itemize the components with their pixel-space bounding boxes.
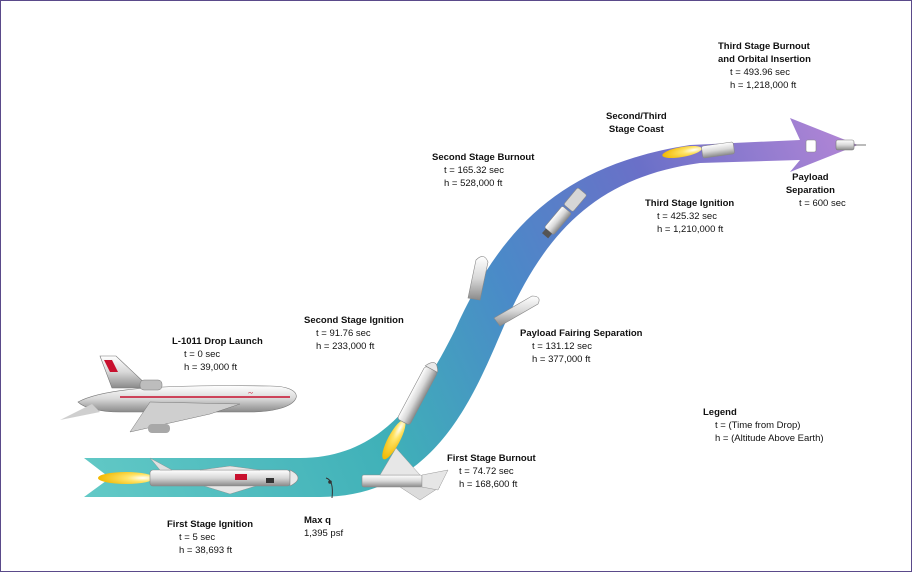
third-stage-rocket [662,141,735,159]
label-first-stage-burnout: First Stage Burnout t = 74.72 sec h = 16… [447,452,536,491]
event-title: L-1011 Drop Launch [172,336,263,347]
trajectory-path [84,118,858,497]
event-title-line1: Payload [792,172,829,183]
event-title: First Stage Burnout [447,453,536,464]
max-q-marker [325,477,333,499]
event-altitude: h = 233,000 ft [316,341,375,352]
payload-fairing-halves [467,256,540,327]
label-payload-separation: Payload Separation t = 600 sec [775,171,846,210]
label-third-stage-ignition: Third Stage Ignition t = 425.32 sec h = … [645,197,734,236]
event-time: t = 425.32 sec [657,211,717,222]
label-third-stage-burnout: Third Stage Burnout and Orbital Insertio… [718,40,811,92]
event-title-line1: Third Stage Burnout [718,41,810,52]
event-title: Payload Fairing Separation [520,328,643,339]
label-second-stage-ignition: Second Stage Ignition t = 91.76 sec h = … [304,314,404,353]
second-stage-burnout-hardware [542,187,587,239]
legend-title: Legend [703,407,737,418]
event-value: 1,395 psf [304,528,344,539]
svg-text:~: ~ [248,388,253,398]
event-altitude: h = 38,693 ft [179,545,233,556]
event-altitude: h = 377,000 ft [532,354,591,365]
second-stage-rocket [382,362,438,460]
event-altitude: h = 1,210,000 ft [657,224,724,235]
label-second-stage-burnout: Second Stage Burnout t = 165.32 sec h = … [432,151,534,190]
legend-time-definition: t = (Time from Drop) [715,420,801,431]
pegasus-rocket-first-stage [98,457,299,495]
event-title-line1: Second/Third [606,111,667,122]
event-altitude: h = 168,600 ft [459,479,518,490]
event-time: t = 493.96 sec [730,67,790,78]
label-drop-launch: L-1011 Drop Launch t = 0 sec h = 39,000 … [172,335,263,374]
label-fairing-separation: Payload Fairing Separation t = 131.12 se… [520,327,642,366]
event-title-line2: Stage Coast [608,124,664,135]
event-altitude: h = 39,000 ft [184,362,238,373]
event-time: t = 91.76 sec [316,328,371,339]
event-title-line2: and Orbital Insertion [718,54,811,65]
legend-altitude-definition: h = (Altitude Above Earth) [715,433,824,444]
event-altitude: h = 1,218,000 ft [730,80,797,91]
legend: Legend t = (Time from Drop) h = (Altitud… [703,406,824,445]
label-first-stage-ignition: First Stage Ignition t = 5 sec h = 38,69… [167,518,253,557]
event-title: First Stage Ignition [167,519,254,530]
payload-satellite [805,139,866,153]
event-time: t = 0 sec [184,349,221,360]
event-title: Third Stage Ignition [645,198,735,209]
event-time: t = 5 sec [179,532,216,543]
event-time: t = 74.72 sec [459,466,514,477]
spent-first-stage [361,447,449,501]
event-time: t = 131.12 sec [532,341,592,352]
label-max-q: Max q 1,395 psf [304,514,343,540]
label-stage-coast: Second/Third Stage Coast [606,110,667,136]
event-title: Second Stage Burnout [432,152,535,163]
event-time: t = 165.32 sec [444,165,504,176]
event-altitude: h = 528,000 ft [444,178,503,189]
l1011-aircraft: ~ [60,355,297,433]
event-title: Max q [304,515,331,526]
event-title-line2: Separation [785,185,835,196]
event-time: t = 600 sec [799,198,846,209]
event-title: Second Stage Ignition [304,315,404,326]
